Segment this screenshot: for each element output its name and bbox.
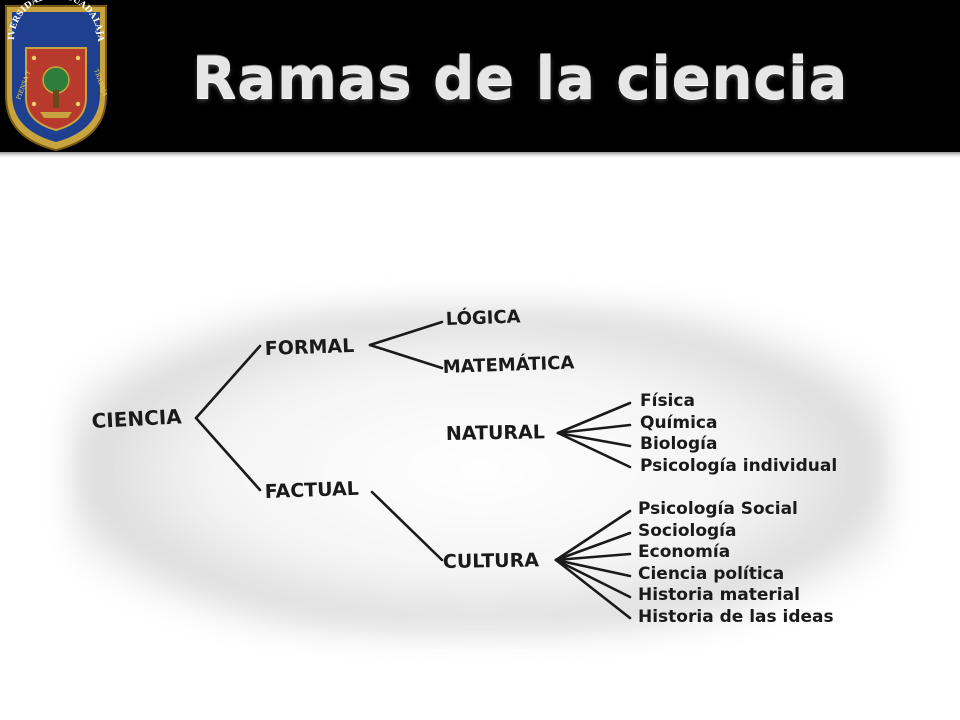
connector-natural-fisica (556, 401, 632, 435)
connector-ciencia-formal (194, 344, 262, 420)
leaf-sociologia: Sociología (638, 521, 736, 541)
connector-cultura-3 (554, 552, 632, 562)
connector-ciencia-factual (194, 416, 262, 492)
node-formal: FORMAL (264, 335, 354, 360)
leaf-historia-de-las-ideas: Historia de las ideas (638, 607, 834, 627)
leaf-psicologia-social: Psicología Social (638, 499, 798, 519)
connector-natural-psicologia (556, 431, 632, 469)
connector-cultura-2 (554, 531, 632, 562)
leaf-ciencia-politica: Ciencia política (638, 564, 784, 584)
connector-formal-logica (368, 320, 444, 347)
node-ciencia: CIENCIA (91, 404, 183, 433)
slide-title: Ramas de la ciencia (191, 44, 849, 112)
leaf-fisica: Física (640, 391, 695, 411)
connector-cultura-5 (554, 558, 632, 599)
leaf-biologia: Biología (640, 434, 717, 454)
university-crest-logo: UNIVERSIDAD DE GUADALAJARA PIENSA Y TRAB… (0, 0, 109, 152)
leaf-historia-material: Historia material (638, 585, 800, 605)
natural-children: Física Química Biología Psicología indiv… (640, 391, 837, 476)
leaf-logica: LÓGICA (445, 305, 521, 330)
connector-factual-cultura (370, 490, 444, 562)
header-bar (0, 0, 960, 152)
node-cultura: CULTURA (443, 549, 540, 573)
leaf-matematica: MATEMÁTICA (442, 351, 574, 378)
connector-cultura-1 (554, 509, 632, 562)
header-divider (0, 152, 960, 158)
connector-formal-matematica (368, 343, 444, 370)
node-natural: NATURAL (446, 421, 545, 445)
leaf-economia: Economía (638, 542, 730, 562)
connector-natural-biologia (556, 431, 632, 448)
leaf-psicologia-individual: Psicología individual (640, 456, 837, 476)
cultura-children: Psicología Social Sociología Economía Ci… (638, 499, 834, 627)
leaf-quimica: Química (640, 413, 717, 433)
connector-cultura-4 (554, 558, 632, 578)
node-factual: FACTUAL (264, 478, 359, 503)
connector-natural-quimica (556, 423, 632, 435)
diagram-background (70, 305, 890, 635)
connector-lines (194, 320, 632, 620)
connector-cultura-6 (554, 558, 632, 620)
